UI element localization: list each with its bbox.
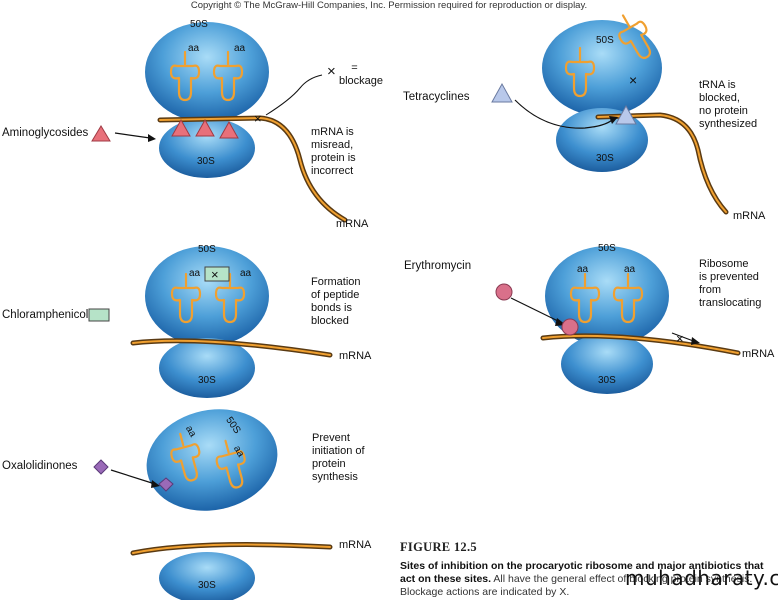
ribosome-50s <box>145 22 269 122</box>
aminoglycoside-icon <box>91 125 111 142</box>
aminoglycoside-marker-2 <box>195 118 215 137</box>
panel-erythromycin: × <box>495 246 741 394</box>
copyright-notice: Copyright © The McGraw-Hill Companies, I… <box>190 0 588 11</box>
panel-tetracyclines: × <box>491 7 729 215</box>
label-50s: 50S <box>190 19 208 30</box>
erythromycin-icon <box>495 283 513 301</box>
label-30s: 30S <box>197 156 215 167</box>
label-30s: 30S <box>198 580 216 591</box>
label-aa: aa <box>234 43 246 54</box>
chloramphenicol-icon <box>88 308 110 322</box>
note-oxazolidinones: Prevent initiation of protein synthesis <box>312 432 365 483</box>
drug-label-chloramphenicol: Chloramphenicol <box>2 309 89 321</box>
aminoglycoside-marker-1 <box>171 118 191 137</box>
label-aa: aa <box>577 264 589 275</box>
mrna-label: mRNA <box>733 210 766 222</box>
note-chloramphenicol: Formation of peptide bonds is blocked <box>311 276 361 327</box>
label-30s: 30S <box>598 375 616 386</box>
drug-label-oxazolidinones: Oxalolidinones <box>2 460 78 472</box>
label-aa: aa <box>624 264 636 275</box>
label-50s: 50S <box>598 243 616 254</box>
chloramphenicol-marker <box>204 266 230 282</box>
legend-blockage: = <box>339 62 358 74</box>
mrna-label: mRNA <box>742 348 775 360</box>
oxazolidinone-icon <box>93 459 109 475</box>
label-aa: aa <box>189 268 201 279</box>
oxazolidinone-marker <box>158 477 174 492</box>
panel-chloramphenicol: × <box>88 246 333 398</box>
watermark: muhadharaty.com <box>625 566 778 590</box>
figure-number: FIGURE 12.5 <box>400 540 477 554</box>
drug-label-aminoglycosides: Aminoglycosides <box>2 127 89 139</box>
label-30s: 30S <box>596 153 614 164</box>
drug-label-tetracyclines: Tetracyclines <box>403 91 470 103</box>
mrna-label: mRNA <box>339 539 372 551</box>
tetracycline-icon <box>491 82 513 103</box>
blockage-x-icon: × <box>254 111 262 126</box>
erythromycin-marker <box>561 318 579 336</box>
note-aminoglycosides: mRNA is misread, protein is incorrect <box>311 126 356 177</box>
panel-oxazolidinones <box>93 409 333 600</box>
caption-bold: Sites of inhibition on the procaryotic r… <box>400 560 764 585</box>
label-aa: aa <box>188 43 200 54</box>
legend-blockage-text: blockage <box>339 75 384 87</box>
label-50s: 50S <box>198 244 216 255</box>
panel-aminoglycosides: × × <box>91 22 348 223</box>
blockage-x-icon: × <box>629 72 637 88</box>
tetracycline-marker <box>615 104 637 125</box>
aminoglycoside-marker-3 <box>219 120 239 139</box>
blockage-x-icon: × <box>211 267 219 282</box>
label-aa: aa <box>240 268 252 279</box>
label-30s: 30S <box>198 375 216 386</box>
drug-label-erythromycin: Erythromycin <box>404 260 472 272</box>
blockage-x-icon: × <box>676 331 684 346</box>
figure-caption: Sites of inhibition on the procaryotic r… <box>400 560 778 599</box>
label-50s: 50S <box>596 35 614 46</box>
caption-rest: All have the general effect of blocking … <box>400 573 753 598</box>
mrna-label: mRNA <box>336 218 369 230</box>
note-tetracyclines: tRNA is blocked, no protein synthesized <box>699 79 758 130</box>
legend-x-icon: × <box>327 63 336 80</box>
note-erythromycin: Ribosome is prevented from translocating <box>699 258 762 309</box>
mrna-label: mRNA <box>339 350 372 362</box>
